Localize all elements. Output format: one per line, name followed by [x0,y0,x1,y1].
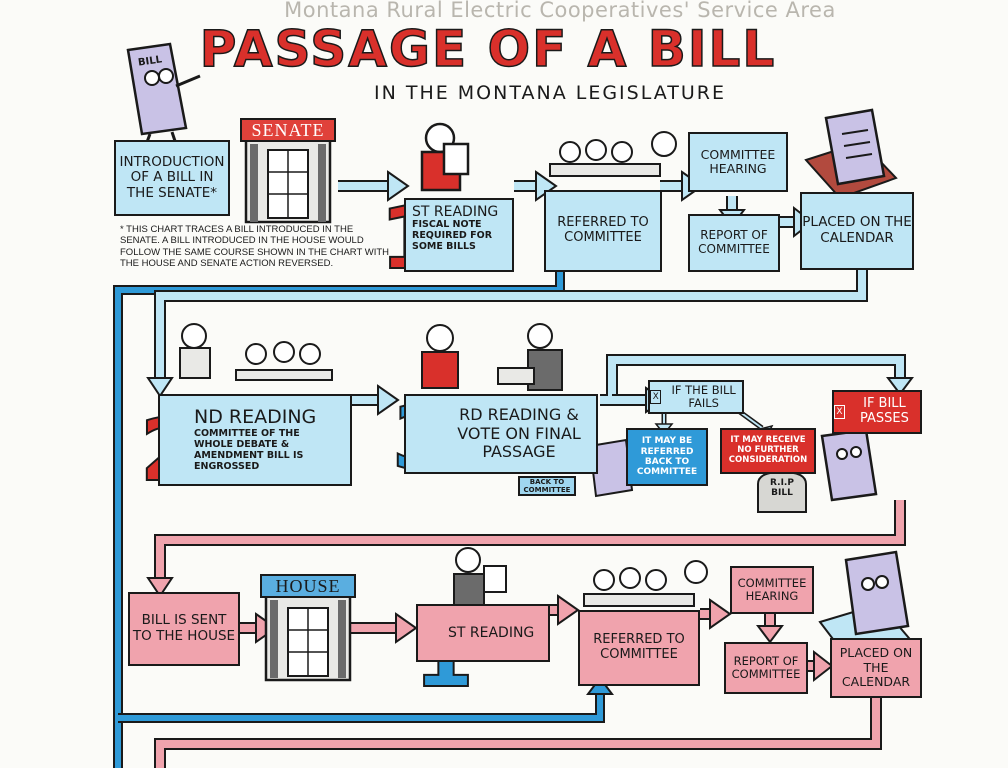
report-senate-box: REPORT OF COMMITTEE [688,214,780,272]
intro-senate-text: INTRODUCTION OF A BILL IN THE SENATE* [119,153,225,201]
calendar-house-text: PLACED ON THE CALENDAR [839,645,913,690]
clerk-figure-house [453,547,507,607]
page-subtitle: IN THE MONTANA LEGISLATURE [374,82,726,104]
first-reading-label: ST READING [412,204,499,220]
hearing-house-text: COMMITTEE HEARING [737,575,807,603]
no-further-box: IT MAY RECEIVE NO FURTHER CONSIDERATION [720,428,816,474]
house-first-reading-box: ST READING [416,604,550,662]
return-arrow-house [586,676,614,695]
no-further-text: IT MAY RECEIVE NO FURTHER CONSIDERATION [728,435,808,465]
referred-back-box: IT MAY BE REFERRED BACK TO COMMITTEE [626,428,708,486]
background-header-text: Montana Rural Electric Cooperatives' Ser… [284,0,836,22]
first-reading-note: FISCAL NOTE REQUIRED FOR SOME BILLS [412,219,493,252]
sent-to-house-text: BILL IS SENT TO THE HOUSE [132,612,236,644]
committee-table-senate [549,131,677,177]
if-fails-text: IF THE BILL FAILS [671,382,736,410]
calendar-senate-text: PLACED ON THE CALENDAR [802,214,912,246]
referred-house-text: REFERRED TO COMMITTEE [593,632,685,662]
hearing-house-box: COMMITTEE HEARING [730,566,814,614]
hearing-senate-box: COMMITTEE HEARING [688,132,788,192]
intro-senate-box: INTRODUCTION OF A BILL IN THE SENATE* [114,140,230,216]
calendar-house-box: PLACED ON THE CALENDAR [830,638,922,698]
if-passes-text: IF BILL PASSES [860,396,909,426]
house-building [264,594,352,682]
hearing-senate-text: COMMITTEE HEARING [700,146,776,176]
bill-mascot-passes [820,428,878,502]
tombstone-label: R.I.P BILL [770,478,794,498]
house-sign: HOUSE [260,574,356,598]
second-reading-label: ND READING [194,406,317,429]
bill-mascot-top-left [126,42,201,151]
report-house-box: REPORT OF COMMITTEE [724,642,808,694]
third-reading-figures [421,323,563,391]
third-reading-text: RD READING & VOTE ON FINAL PASSAGE [457,405,581,462]
footnote: * THIS CHART TRACES A BILL INTRODUCED IN… [120,224,390,270]
referred-back-text: IT MAY BE REFERRED BACK TO COMMITTEE [636,436,698,478]
back-sign-text: BACK TO COMMITTEE [523,477,571,494]
bill-mascot-top-right [804,108,898,200]
third-reading-box: RD READING & VOTE ON FINAL PASSAGE [404,394,598,474]
house-first-reading-text: ST READING [448,624,535,641]
senate-building [244,136,332,224]
referred-house-box: REFERRED TO COMMITTEE [578,610,700,686]
clerk-figure-senate [420,122,470,192]
first-reading-box: ST READING FISCAL NOTE REQUIRED FOR SOME… [404,198,514,272]
if-passes-box: X IF BILL PASSES [832,390,922,434]
calendar-senate-box: PLACED ON THE CALENDAR [800,192,914,270]
committee-of-whole-figures [179,323,333,381]
back-to-committee-sign: BACK TO COMMITTEE [518,476,576,496]
report-senate-text: REPORT OF COMMITTEE [698,228,770,256]
second-reading-note: COMMITTEE OF THE WHOLE DEBATE & AMENDMEN… [194,428,304,472]
passes-checkbox: X [834,405,845,419]
committee-table-house [583,560,708,607]
bill-carrying-figure [588,438,634,498]
second-reading-box: ND READING COMMITTEE OF THE WHOLE DEBATE… [158,394,352,486]
fails-checkbox: X [650,390,662,404]
page-title: PASSAGE OF A BILL [199,19,777,79]
report-house-text: REPORT OF COMMITTEE [731,653,801,681]
senate-sign: SENATE [240,118,336,142]
referred-senate-text: REFERRED TO COMMITTEE [557,215,649,245]
referred-senate-box: REFERRED TO COMMITTEE [544,190,662,272]
sent-to-house-box: BILL IS SENT TO THE HOUSE [128,592,240,666]
if-fails-box: X IF THE BILL FAILS [648,380,744,414]
